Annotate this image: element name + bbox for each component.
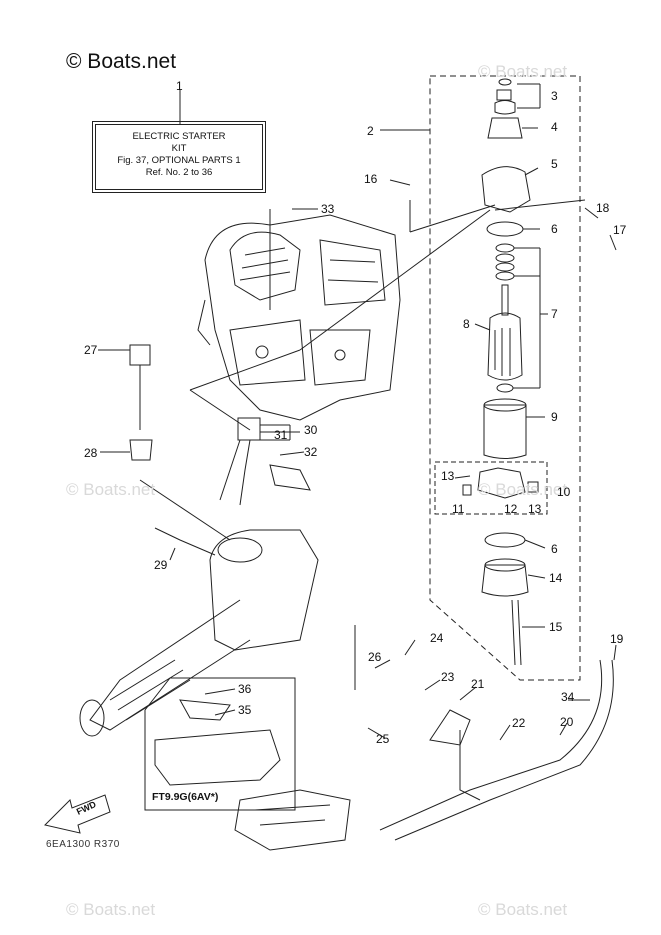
- kit-ref-range: Ref. No. 2 to 36: [145, 167, 213, 178]
- callout-2: 2: [367, 124, 374, 138]
- callout-7: 7: [551, 307, 558, 321]
- callout-24: 24: [430, 631, 444, 645]
- lower-unit: [79, 529, 319, 737]
- callout-8: 8: [463, 317, 470, 331]
- callout-29: 29: [154, 558, 168, 572]
- watermark: © Boats.net: [478, 62, 568, 81]
- callout-28: 28: [84, 446, 98, 460]
- watermark: © Boats.net: [66, 900, 156, 919]
- callout-19: 19: [610, 632, 624, 646]
- callout-13b: 13: [528, 502, 542, 516]
- callout-30: 30: [304, 423, 318, 437]
- kit-title: ELECTRIC STARTER: [132, 131, 226, 142]
- callout-17: 17: [613, 223, 627, 237]
- callout-20: 20: [560, 715, 574, 729]
- starter-dashed-frame: [429, 75, 581, 681]
- harness-lines: [129, 344, 614, 841]
- callout-26: 26: [368, 650, 382, 664]
- callout-9: 9: [551, 410, 558, 424]
- brush-subframe: [434, 461, 548, 515]
- watermark: © Boats.net: [478, 900, 568, 919]
- callout-15: 15: [549, 620, 563, 634]
- callout-23: 23: [441, 670, 455, 684]
- callout-21: 21: [471, 677, 485, 691]
- callout-18: 18: [596, 201, 610, 215]
- callout-22: 22: [512, 716, 526, 730]
- callout-36: 36: [238, 682, 252, 696]
- watermark: © Boats.net: [66, 480, 156, 499]
- fwd-arrow: [44, 794, 111, 834]
- callout-6b: 6: [551, 542, 558, 556]
- kit-figure-ref: Fig. 37, OPTIONAL PARTS 1: [117, 155, 241, 166]
- callout-31: 31: [274, 428, 288, 442]
- bottom-bracket: [234, 789, 351, 851]
- callout-35: 35: [238, 703, 252, 717]
- callout-11: 11: [452, 502, 465, 516]
- callout-5: 5: [551, 157, 558, 171]
- callout-27: 27: [84, 343, 98, 357]
- callout-14: 14: [549, 571, 563, 585]
- starter-motor-stack: [481, 78, 531, 666]
- callout-13: 13: [441, 469, 455, 483]
- brush-holder-parts: [454, 467, 539, 499]
- leader-lines: [98, 83, 617, 741]
- callout-10: 10: [557, 485, 571, 499]
- callout-32: 32: [304, 445, 318, 459]
- brand-logo: © Boats.net: [66, 50, 177, 73]
- callout-1: 1: [176, 79, 183, 93]
- callout-25: 25: [376, 732, 390, 746]
- drawing-code: 6EA1300 R370: [46, 839, 120, 850]
- callout-3: 3: [551, 89, 558, 103]
- kit-subtitle: KIT: [171, 143, 187, 154]
- kit-info-box: ELECTRIC STARTER KIT Fig. 37, OPTIONAL P…: [92, 121, 266, 193]
- callout-34: 34: [561, 690, 575, 704]
- callout-33: 33: [321, 202, 335, 216]
- callout-12: 12: [504, 502, 518, 516]
- model-caption: FT9.9G(6AV*): [152, 791, 219, 803]
- engine-block: [197, 214, 401, 421]
- watermark: © Boats.net: [478, 480, 568, 499]
- callout-16: 16: [364, 172, 378, 186]
- inset-frame: [144, 677, 296, 811]
- callout-4: 4: [551, 120, 558, 134]
- callout-6: 6: [551, 222, 558, 236]
